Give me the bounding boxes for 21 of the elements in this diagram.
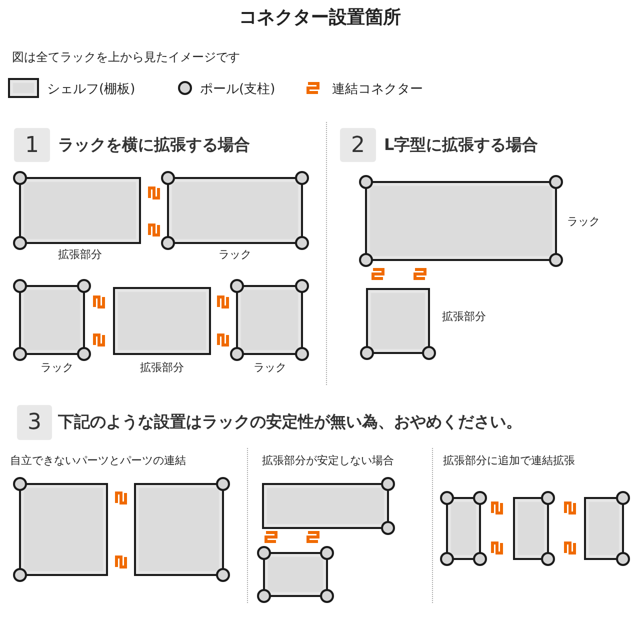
legend-label: ポール(支柱) (200, 81, 276, 98)
intro-note: 図は全てラックを上から見たイメージです (12, 49, 240, 66)
number-badge: 3 (17, 405, 52, 440)
number-badge: 2 (340, 128, 376, 162)
legend-label: 連結コネクター (332, 81, 423, 98)
shelf-label: ラック (567, 214, 600, 229)
shelf-label: ラック (40, 360, 74, 375)
shelf-label: 拡張部分 (139, 360, 185, 375)
section-subheading: 拡張部分が安定しない場合 (262, 453, 394, 468)
section-heading: L字型に拡張する場合 (384, 135, 538, 156)
section-subheading: 拡張部分に追加で連結拡張 (443, 453, 575, 468)
section-heading: ラックを横に拡張する場合 (58, 135, 250, 156)
shelf-label: ラック (218, 247, 252, 262)
number-badge: 1 (14, 128, 50, 162)
shelf-label: 拡張部分 (442, 309, 486, 324)
legend-label: シェルフ(棚板) (47, 81, 136, 98)
shelf-label: ラック (252, 360, 288, 375)
section-subheading: 自立できないパーツとパーツの連結 (10, 453, 186, 468)
title: コネクター設置箇所 (238, 6, 402, 29)
section-heading: 下記のような設置はラックの安定性が無い為、おやめください。 (58, 412, 522, 433)
shelf-label: 拡張部分 (57, 247, 103, 262)
